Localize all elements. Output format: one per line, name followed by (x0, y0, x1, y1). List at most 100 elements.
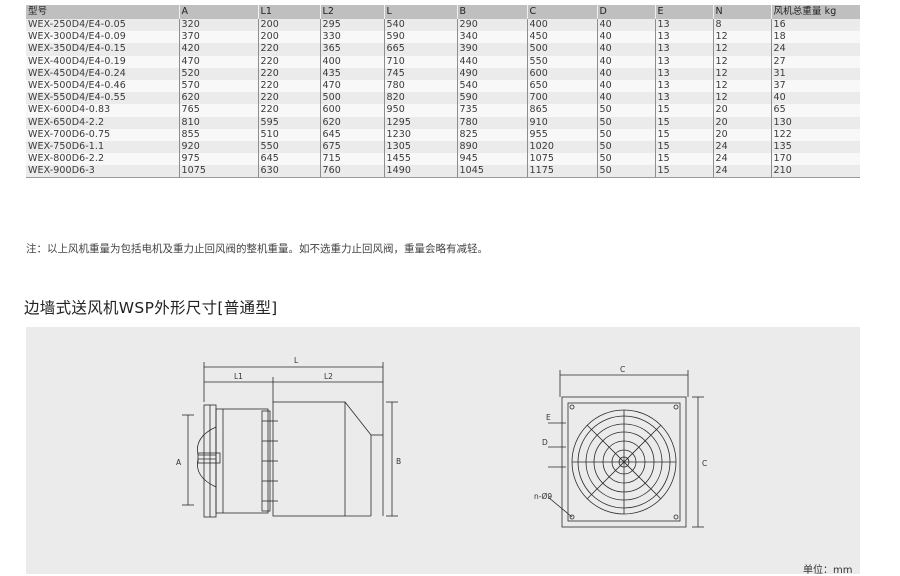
value-cell: 920 (178, 140, 258, 154)
value-cell: 40 (770, 92, 860, 105)
dim-label-d: D (542, 438, 548, 447)
value-cell: 1020 (526, 140, 597, 154)
value-cell: 620 (178, 92, 258, 105)
value-cell: 16 (770, 19, 860, 32)
column-header: L1 (257, 5, 320, 19)
value-cell: 400 (526, 19, 597, 32)
value-cell: 13 (654, 43, 713, 56)
value-cell: 290 (456, 19, 527, 32)
value-cell: 645 (257, 153, 320, 166)
model-cell: WEX-900D6-3 (26, 165, 179, 179)
value-cell: 780 (383, 79, 457, 93)
value-cell: 135 (770, 140, 860, 154)
value-cell: 1455 (383, 153, 457, 166)
dim-label-a: A (176, 458, 182, 467)
value-cell: 50 (596, 128, 655, 141)
value-cell: 320 (178, 19, 258, 32)
dim-label-holes: n-Ø9 (534, 492, 552, 501)
value-cell: 890 (456, 140, 527, 154)
value-cell: 510 (257, 128, 320, 141)
value-cell: 20 (712, 116, 771, 129)
value-cell: 1175 (526, 165, 597, 179)
dim-label-e: E (546, 413, 551, 422)
value-cell: 330 (319, 31, 384, 44)
value-cell: 735 (456, 104, 527, 117)
value-cell: 550 (526, 55, 597, 68)
value-cell: 220 (257, 55, 320, 68)
value-cell: 490 (456, 67, 527, 80)
value-cell: 13 (654, 67, 713, 80)
value-cell: 130 (770, 116, 860, 129)
model-cell: WEX-250D4/E4-0.05 (28, 19, 126, 31)
value-cell: 40 (596, 92, 655, 105)
value-cell: 825 (456, 128, 527, 141)
value-cell: 15 (654, 116, 713, 129)
value-cell: 24 (712, 140, 771, 154)
value-cell: 450 (526, 31, 597, 44)
dim-label-l1: L1 (234, 372, 243, 381)
value-cell: 170 (770, 153, 860, 166)
value-cell: 8 (712, 19, 771, 32)
value-cell: 13 (654, 55, 713, 68)
value-cell: 570 (178, 79, 258, 93)
value-cell: 24 (770, 43, 860, 56)
model-cell: WEX-800D6-2.2 (28, 153, 105, 165)
value-cell: 15 (654, 140, 713, 154)
value-cell: 650 (526, 79, 597, 93)
value-cell: 590 (383, 31, 457, 44)
value-cell: 600 (319, 104, 384, 117)
column-header: N (712, 5, 771, 19)
value-cell: 12 (712, 55, 771, 68)
value-cell: 595 (257, 116, 320, 129)
value-cell: 220 (257, 43, 320, 56)
value-cell: 13 (654, 79, 713, 93)
value-cell: 40 (596, 31, 655, 44)
value-cell: 645 (319, 128, 384, 141)
value-cell: 50 (596, 104, 655, 117)
column-header: B (456, 5, 527, 19)
value-cell: 122 (770, 128, 860, 141)
value-cell: 440 (456, 55, 527, 68)
section-title: 边墙式送风机WSP外形尺寸[普通型] (24, 299, 278, 317)
column-header: C (526, 5, 597, 19)
value-cell: 220 (257, 92, 320, 105)
value-cell: 810 (178, 116, 258, 129)
value-cell: 27 (770, 55, 860, 68)
value-cell: 50 (596, 140, 655, 154)
value-cell: 370 (178, 31, 258, 44)
value-cell: 13 (654, 19, 713, 32)
value-cell: 220 (257, 104, 320, 117)
value-cell: 590 (456, 92, 527, 105)
column-header: 型号 (26, 5, 179, 19)
value-cell: 40 (596, 19, 655, 32)
dimension-drawing: L L1 L2 A B C C E D n-Ø9 (26, 327, 860, 574)
value-cell: 12 (712, 92, 771, 105)
value-cell: 765 (178, 104, 258, 117)
value-cell: 15 (654, 153, 713, 166)
value-cell: 745 (383, 67, 457, 80)
value-cell: 1230 (383, 128, 457, 141)
dimension-drawing-svg: L L1 L2 A B C C E D n-Ø9 (176, 356, 707, 528)
value-cell: 220 (257, 67, 320, 80)
value-cell: 20 (712, 104, 771, 117)
value-cell: 435 (319, 67, 384, 80)
value-cell: 12 (712, 67, 771, 80)
value-cell: 24 (712, 153, 771, 166)
value-cell: 365 (319, 43, 384, 56)
value-cell: 500 (526, 43, 597, 56)
value-cell: 50 (596, 165, 655, 179)
value-cell: 340 (456, 31, 527, 44)
value-cell: 500 (319, 92, 384, 105)
value-cell: 220 (257, 79, 320, 93)
value-cell: 1075 (526, 153, 597, 166)
value-cell: 295 (319, 19, 384, 32)
column-header: 风机总重量 kg (770, 5, 860, 19)
